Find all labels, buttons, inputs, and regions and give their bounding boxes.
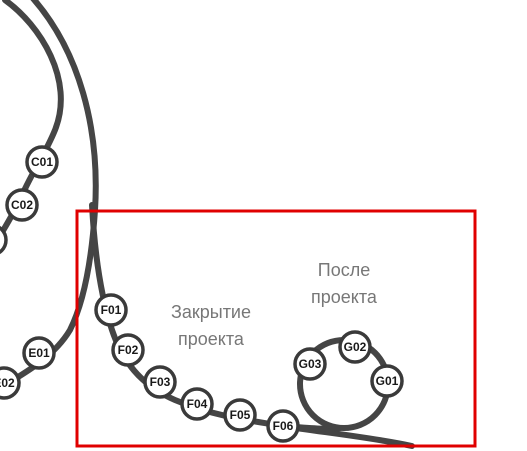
closure-label-line2: проекта (178, 329, 245, 349)
svg-text:G01: G01 (376, 374, 399, 388)
node-partial-c03 (0, 225, 8, 255)
node-g02: G02 (338, 330, 372, 364)
svg-text:F05: F05 (230, 408, 251, 422)
svg-text:F06: F06 (273, 419, 294, 433)
svg-text:C02: C02 (11, 198, 33, 212)
svg-text:C01: C01 (31, 155, 53, 169)
track-c-line (0, 0, 64, 242)
svg-text:F04: F04 (187, 397, 208, 411)
node-f05: F05 (223, 398, 257, 432)
node-c01: C01 (25, 145, 59, 179)
after-label-line1: После (318, 260, 370, 280)
svg-text:F01: F01 (101, 303, 122, 317)
after-label-line2: проекта (311, 287, 378, 307)
node-f01: F01 (94, 293, 128, 327)
svg-text:E02: E02 (0, 376, 15, 390)
node-f03: F03 (143, 365, 177, 399)
node-c02: C02 (5, 188, 39, 222)
node-g03: G03 (293, 347, 327, 381)
node-e02: E02 (0, 366, 21, 400)
node-g01: G01 (370, 364, 404, 398)
node-f04: F04 (180, 387, 214, 421)
svg-text:G02: G02 (344, 340, 367, 354)
node-e01: E01 (22, 336, 56, 370)
highlight-frame (75, 209, 477, 448)
closure-label-line1: Закрытие (171, 302, 251, 322)
svg-text:E01: E01 (28, 346, 50, 360)
svg-text:F03: F03 (150, 375, 171, 389)
node-f02: F02 (111, 333, 145, 367)
svg-text:G03: G03 (299, 357, 322, 371)
node-f06: F06 (266, 409, 300, 443)
svg-text:F02: F02 (118, 343, 139, 357)
